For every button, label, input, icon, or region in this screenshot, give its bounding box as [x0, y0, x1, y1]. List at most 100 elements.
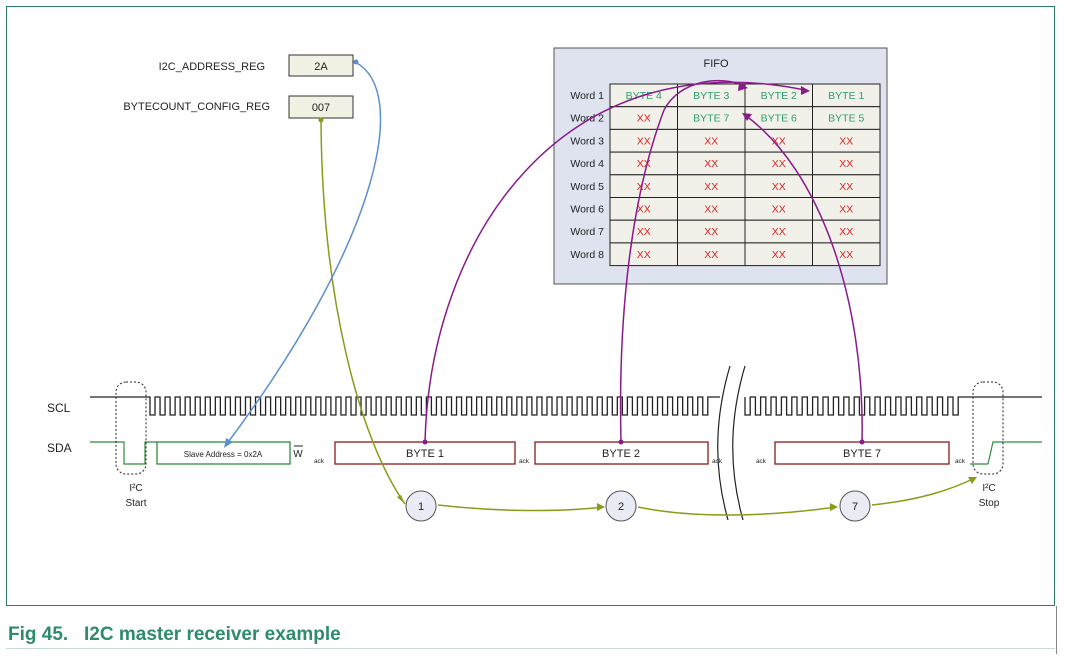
break-mark-left — [717, 365, 731, 521]
counter-1-label: 1 — [418, 501, 424, 513]
break-mark-right — [732, 365, 746, 521]
fifo-cell-value: XX — [772, 226, 786, 238]
reg-value-address: 2A — [314, 61, 328, 73]
fifo-arrow-head — [801, 86, 810, 95]
scl-label: SCL — [47, 401, 71, 415]
start-label-line2: Start — [125, 498, 146, 509]
counter-arrow-head — [597, 503, 605, 511]
fifo-cell-value: XX — [637, 113, 651, 125]
byte-frame-7-label: BYTE 7 — [843, 448, 881, 460]
slave-address-frame — [156, 441, 291, 465]
figure-number: Fig 45. — [8, 624, 69, 645]
start-label-line1: I²C — [129, 483, 142, 494]
reg-label-bytecount: BYTECOUNT_CONFIG_REG — [123, 101, 270, 113]
ack-label: ack — [955, 458, 966, 465]
fifo-cell-value: XX — [772, 135, 786, 147]
fifo-cell-value: BYTE 2 — [761, 90, 797, 102]
counter-2-label: 2 — [618, 501, 624, 513]
byte1-to-fifo-arrow — [424, 81, 806, 443]
fifo-cell-value: BYTE 7 — [693, 113, 729, 125]
fifo-cell-value: XX — [839, 226, 853, 238]
fifo-cell-value: XX — [637, 249, 651, 261]
fifo-cell-value: XX — [704, 135, 718, 147]
counter-arrow-2-7 — [637, 506, 837, 516]
fifo-cell-value: XX — [704, 204, 718, 216]
figure-title: I2C master receiver example — [84, 624, 341, 645]
fifo-cell-value: XX — [839, 181, 853, 193]
fifo-row-label: Word 3 — [570, 135, 604, 147]
bytecount-arrow-dot — [318, 117, 324, 123]
reg-label-address: I2C_ADDRESS_REG — [159, 61, 265, 73]
fifo-row-label: Word 6 — [570, 204, 604, 216]
fifo-cell-value: XX — [704, 158, 718, 170]
fifo-row-label: Word 1 — [570, 90, 604, 102]
fifo-cell-value: XX — [772, 249, 786, 261]
counter-arrow-7-stop — [871, 477, 976, 506]
fifo-cell-value: BYTE 3 — [693, 90, 729, 102]
fifo-cell-value: XX — [637, 181, 651, 193]
counter-arrow-head — [830, 503, 838, 511]
fifo-cell-value: XX — [704, 226, 718, 238]
fifo-cell-value: XX — [772, 204, 786, 216]
fifo-cell-value: BYTE 1 — [828, 90, 864, 102]
reg-box-address — [288, 54, 354, 77]
fifo-cell-value: XX — [839, 249, 853, 261]
slave-address-label: Slave Address = 0x2A — [184, 450, 263, 459]
start-condition-marker — [115, 381, 147, 475]
write-bit-label: W — [293, 449, 303, 460]
fifo-cell-value: XX — [704, 181, 718, 193]
stop-label-line2: Stop — [979, 498, 1000, 509]
caption-rule — [6, 648, 1055, 649]
byte2-arrow — [619, 109, 665, 443]
sda-label: SDA — [47, 441, 72, 455]
fifo-cell-value: XX — [772, 158, 786, 170]
sda-stop-line — [987, 441, 1042, 465]
fifo-arrow-head — [742, 113, 752, 121]
figure-frame — [6, 6, 1055, 606]
bytecount-arrow-head — [397, 495, 405, 504]
ack-label: ack — [519, 458, 530, 465]
counter-arrow-head — [968, 477, 977, 484]
ack-label: ack — [756, 458, 767, 465]
scl-waveform — [90, 396, 1042, 416]
counter-arrow-1-2 — [437, 504, 605, 512]
fifo-arrow-dot — [618, 439, 624, 445]
stop-condition-marker — [972, 381, 1004, 475]
fifo-cell-value: XX — [637, 226, 651, 238]
fifo-cell — [812, 242, 881, 267]
counter-circle-2 — [605, 490, 637, 522]
byte-frame-2-label: BYTE 2 — [602, 448, 640, 460]
stop-label-line1: I²C — [982, 483, 995, 494]
fifo-cell-value: XX — [839, 135, 853, 147]
address-arrow-head — [224, 438, 233, 448]
fifo-cell-value: BYTE 5 — [828, 113, 864, 125]
fifo-row-label: Word 7 — [570, 226, 604, 238]
fifo-title: FIFO — [703, 58, 728, 70]
ack-label: ack — [314, 458, 325, 465]
fifo-row-label: Word 5 — [570, 181, 604, 193]
address-arrow — [225, 61, 382, 446]
side-rule — [1056, 606, 1057, 654]
fifo-row-label: Word 8 — [570, 249, 604, 261]
fifo-cell-value: BYTE 6 — [761, 113, 797, 125]
fifo-arrow-dot — [859, 439, 865, 445]
fifo-cell-value: XX — [839, 204, 853, 216]
sda-start-line — [90, 441, 157, 465]
fifo-cell-value: XX — [637, 135, 651, 147]
fifo-arrow-head — [738, 82, 748, 91]
fifo-cell-value: XX — [637, 204, 651, 216]
byte2-to-fifo-arrow — [663, 80, 746, 111]
fifo-cell-value: XX — [772, 181, 786, 193]
bytecount-arrow — [320, 119, 406, 505]
reg-value-bytecount: 007 — [312, 102, 330, 114]
byte-frame-1-label: BYTE 1 — [406, 448, 444, 460]
fifo-row-label: Word 4 — [570, 158, 604, 170]
fifo-arrow-dot — [422, 439, 428, 445]
address-arrow-dot — [353, 59, 359, 65]
fifo-cell-value: XX — [704, 249, 718, 261]
ack-label: ack — [712, 458, 723, 465]
fifo-cell-value: XX — [839, 158, 853, 170]
counter-circle-1 — [405, 490, 437, 522]
